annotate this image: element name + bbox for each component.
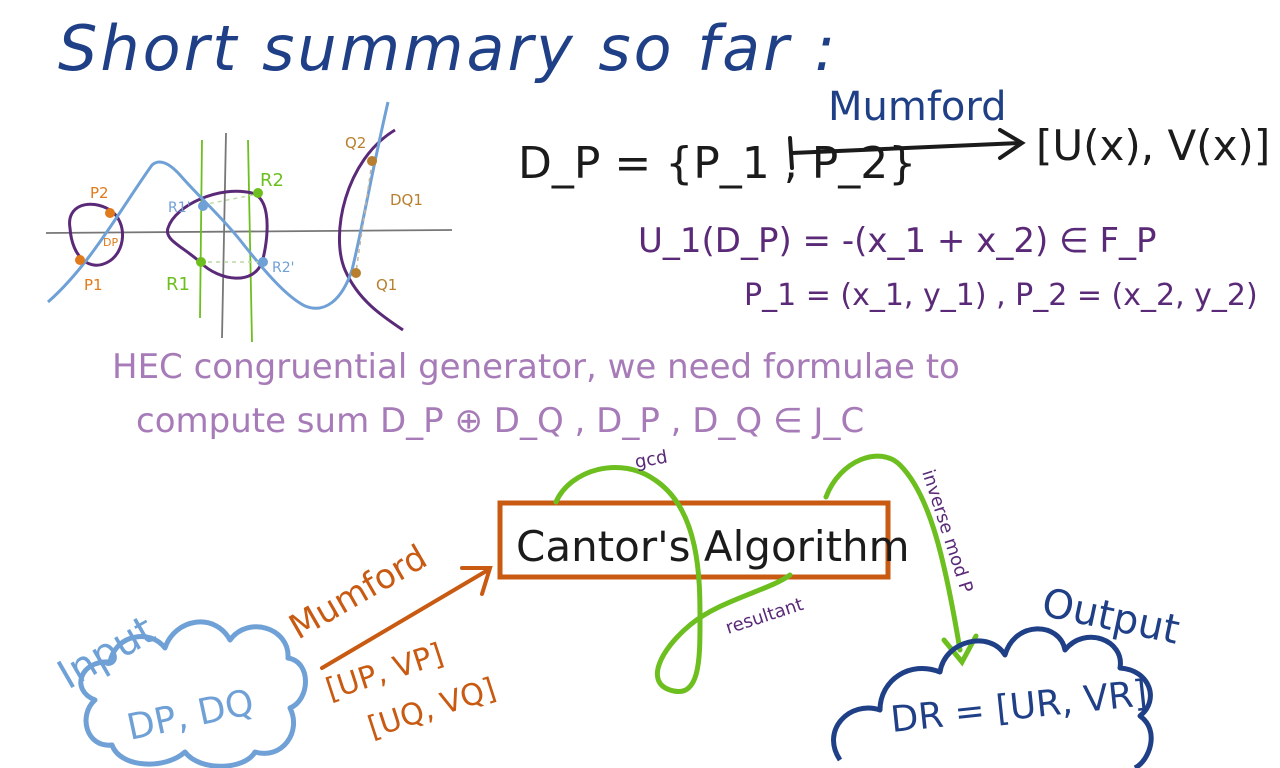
dashed-q (355, 161, 373, 273)
label-q1: Q1 (376, 276, 397, 294)
page-title: Short summary so far : (58, 12, 838, 85)
input-content: DP, DQ (123, 682, 257, 749)
point-p2 (105, 208, 115, 218)
inverse-arrowhead (941, 633, 979, 667)
label-dp: DP (103, 236, 118, 249)
label-r2: R2 (260, 170, 284, 191)
label-r1-prime: R1' (168, 200, 190, 216)
divisor-set: D_P = {P_1 , P_2} (518, 138, 916, 189)
flow-arrow-to-algorithm (320, 566, 493, 670)
flow-mumford-label: Mumford (283, 537, 434, 648)
note-line-1: HEC congruential generator, we need form… (112, 347, 960, 387)
flow-diagram: Input DP, DQ Mumford [UP, VP] [UQ, VQ] C… (50, 447, 1183, 768)
label-q2: Q2 (345, 134, 366, 152)
point-r1-prime (198, 201, 208, 211)
line-through-p (47, 101, 390, 310)
point-q2 (367, 156, 377, 166)
gcd-loop (553, 464, 793, 695)
label-r1: R1 (166, 274, 190, 295)
curve-right-branch (338, 128, 404, 332)
algorithm-label: Cantor's Algorithm (516, 522, 910, 571)
input-cloud (78, 619, 308, 768)
label-dq: DQ1 (390, 191, 423, 209)
algorithm-box (497, 500, 891, 580)
y-axis (221, 132, 227, 339)
input-label: Input (50, 607, 163, 699)
label-p2: P2 (90, 184, 109, 202)
mumford-map: D_P = {P_1 , P_2} Mumford [U(x), V(x)] U… (518, 84, 1270, 313)
output-content: DR = [UR, VR] (889, 673, 1150, 741)
vertical-line-r1 (199, 139, 203, 319)
mumford-arrow-label: Mumford (828, 84, 1007, 130)
point-q1 (351, 268, 361, 278)
curve-sketch: P2 P1 DP R1' R2 R1 R2' Q2 Q1 DQ1 (45, 101, 453, 343)
formula-u1: U_1(D_P) = -(x_1 + x_2) ∈ F_P (638, 221, 1157, 261)
output-cloud (831, 626, 1154, 768)
label-r2-prime: R2' (272, 260, 294, 276)
point-r2-prime (258, 257, 268, 267)
label-p1: P1 (84, 276, 103, 294)
vertical-line-r2 (247, 139, 253, 343)
inverse-loop (823, 453, 963, 653)
maps-to-arrow (788, 128, 1026, 170)
note-line-2: compute sum D_P ⊕ D_Q , D_P , D_Q ∈ J_C (136, 401, 864, 441)
note-block: HEC congruential generator, we need form… (112, 347, 960, 441)
loop-gcd-label: gcd (633, 447, 669, 473)
point-p1 (75, 255, 85, 265)
point-r1 (196, 257, 206, 267)
mumford-pair: [U(x), V(x)] (1036, 121, 1270, 170)
dashed-r-1 (201, 193, 259, 206)
formula-points: P_1 = (x_1, y_1) , P_2 = (x_2, y_2) (744, 278, 1258, 313)
point-r2 (253, 188, 263, 198)
